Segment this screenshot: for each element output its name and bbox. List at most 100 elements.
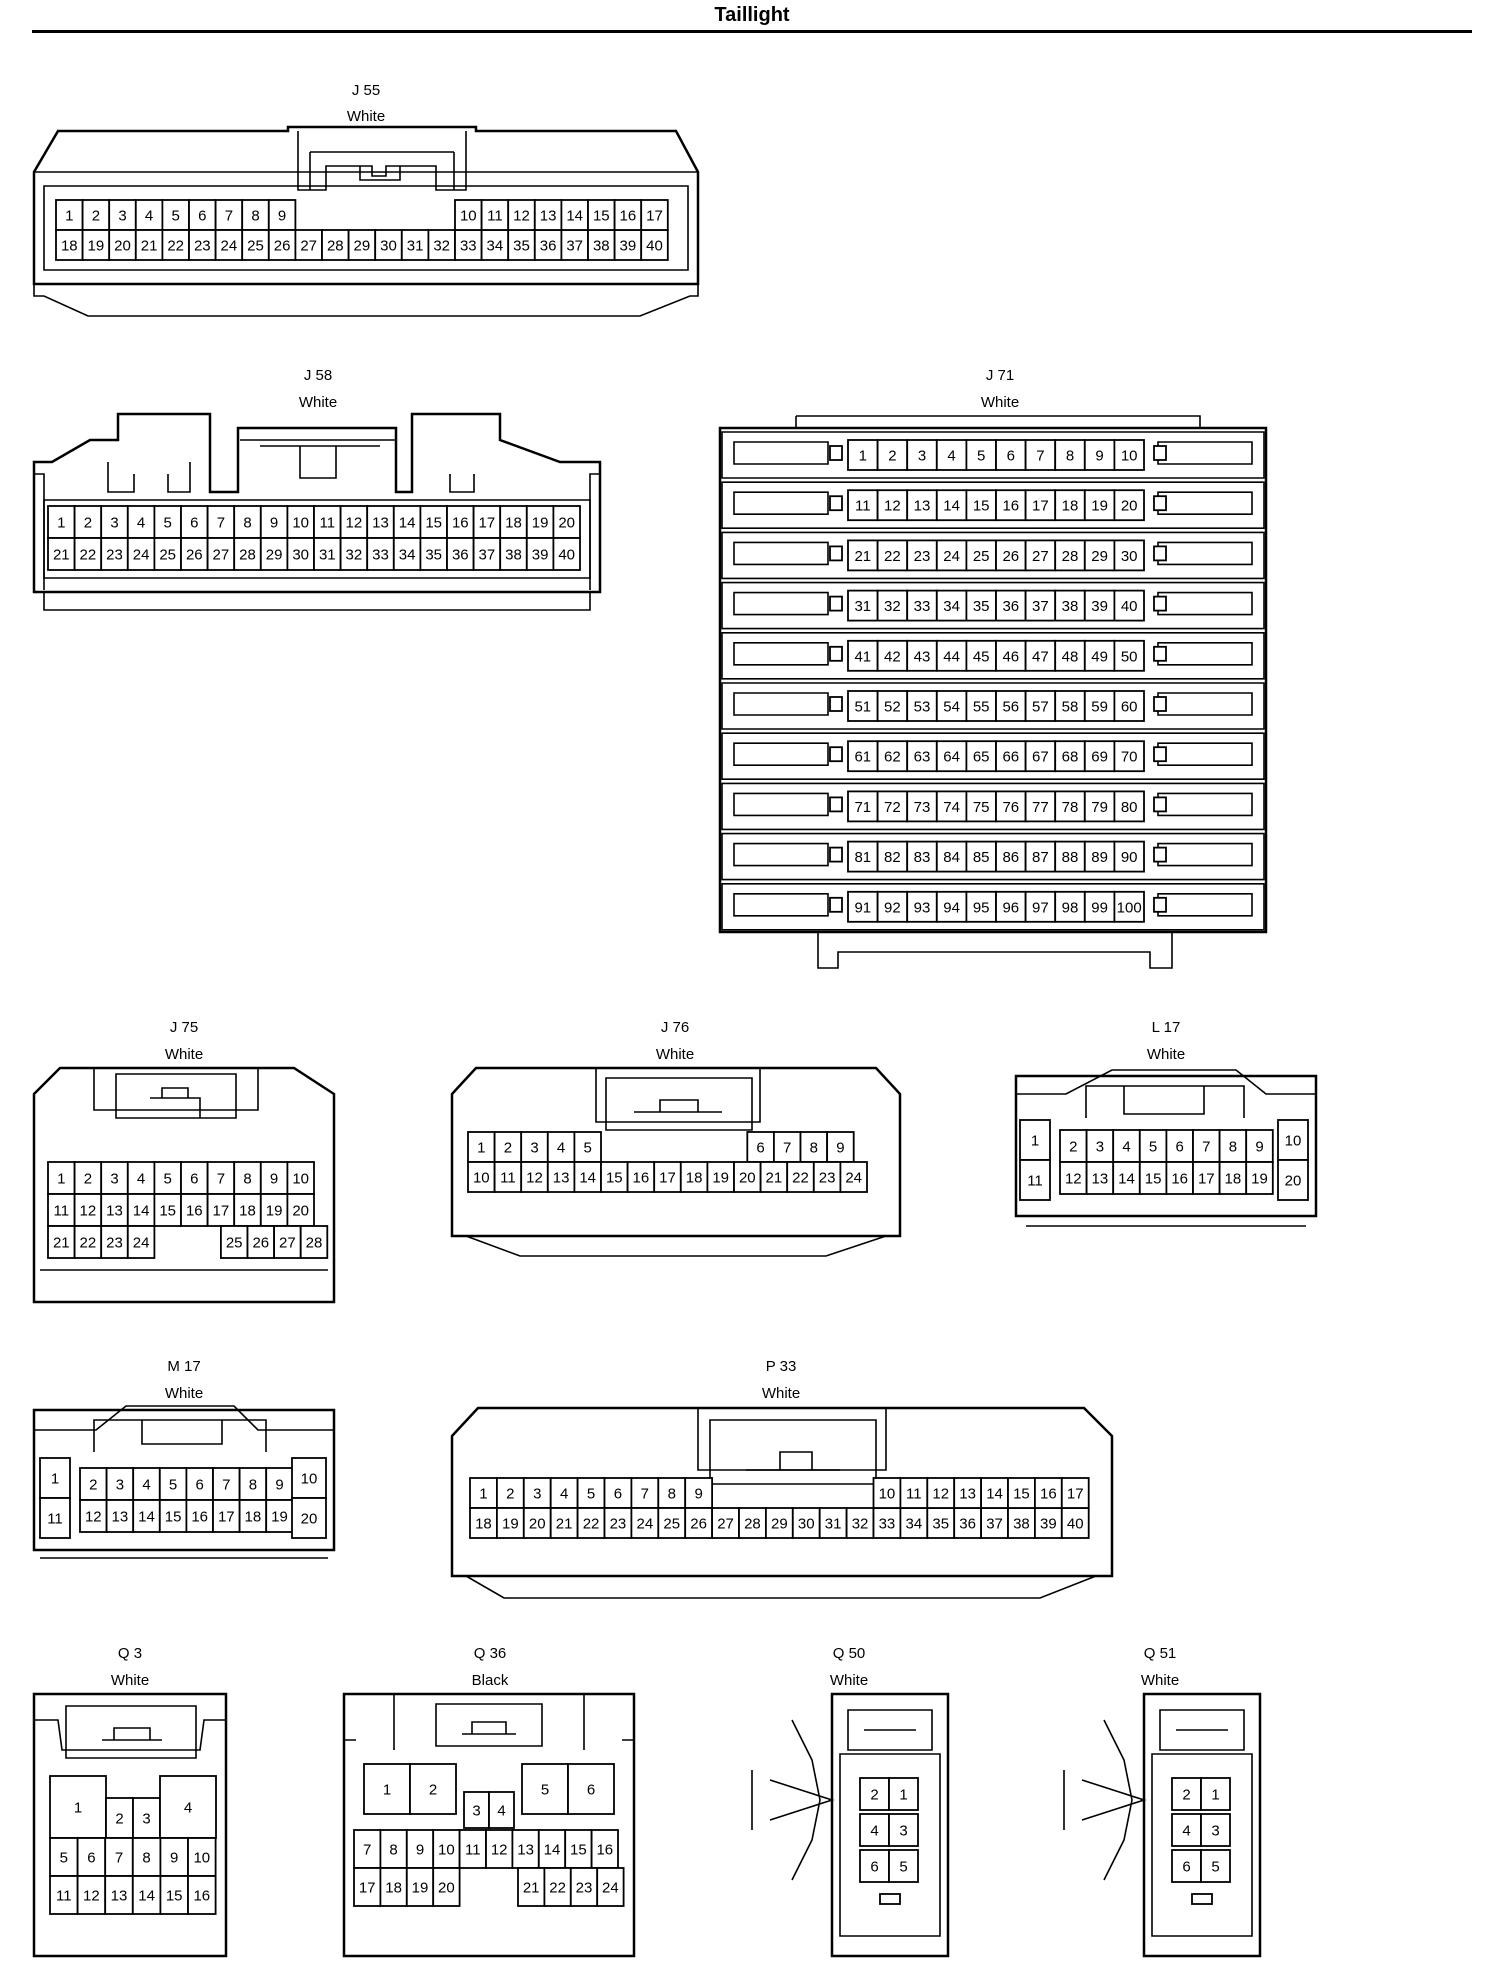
pin-label: 5 [1149,1139,1157,1156]
pin-label: 6 [587,1782,595,1799]
cavity-68 [1054,740,1086,773]
pin-label: 40 [1067,1516,1084,1533]
pin-label: 18 [245,1509,262,1526]
cavity-96 [995,890,1027,923]
pin-label: 4 [1122,1139,1130,1156]
pin-label: 5 [977,448,985,465]
pin-label: 13 [959,1486,976,1503]
pin-label: 88 [1062,849,1079,866]
pin-label: 10 [1285,1133,1302,1150]
cavity-19 [1245,1161,1274,1195]
pin-label: 1 [57,1171,65,1188]
pin-label: 84 [943,849,960,866]
pin-label: 10 [292,1171,309,1188]
cavity-14 [392,505,422,539]
latch [1153,896,1167,913]
pin-label: 18 [239,1203,256,1220]
cavity-20 [1277,1159,1309,1201]
pin-label: 1 [383,1782,391,1799]
pin-label: 31 [854,598,871,615]
pin-label: 18 [1062,498,1079,515]
pin-label: 22 [549,1880,566,1897]
pin-label: 19 [712,1170,729,1187]
pin-label: 26 [1002,548,1019,565]
cavity-80 [1113,790,1145,823]
connector-color-j71: White [980,394,1020,411]
pin-label: 20 [1285,1173,1302,1190]
cavity-24 [126,1225,156,1259]
pin-label: 21 [854,548,871,565]
cavity-12 [79,1499,108,1533]
cavity-34 [899,1507,929,1539]
cavity-36 [446,537,475,571]
pin-label: 28 [744,1516,761,1533]
pin-label: 4 [137,1171,145,1188]
cavity-75 [965,790,997,823]
pin-label: 15 [425,515,442,532]
pin-label: 90 [1121,849,1138,866]
pin-label: 26 [274,238,291,255]
pin-label: 14 [943,498,960,515]
pin-label: 75 [973,799,990,816]
cavity-26 [684,1507,713,1539]
cavity-15 [600,1161,629,1193]
pin-label: 2 [84,515,92,532]
pin-label: 37 [566,238,583,255]
pin-label: 11 [56,1888,72,1905]
cavity-20 [552,505,581,539]
cavity-4 [159,1775,217,1839]
cavity-37 [472,537,502,571]
cavity-1 [1200,1777,1231,1811]
pin-label: 4 [137,515,145,532]
cavity-20 [291,1497,327,1539]
cavity-86 [995,840,1027,873]
cavity-9 [159,1837,189,1877]
pin-label: 30 [380,238,397,255]
cavity-39 [525,537,555,571]
pin-label: 9 [694,1486,702,1503]
cavity-11 [313,505,342,539]
pin-label: 5 [541,1782,549,1799]
cavity-1 [55,199,84,231]
cavity-1 [363,1763,411,1815]
cavity-8 [241,199,270,231]
cavity-12 [507,199,536,231]
cavity-49 [1083,639,1116,672]
cavity-2 [859,1777,890,1811]
pin-label: 36 [1002,598,1019,615]
cavity-10 [467,1161,496,1193]
pin-label: 33 [879,1516,896,1533]
cavity-18 [1218,1161,1248,1195]
cavity-7 [206,1161,236,1195]
pin-label: 15 [166,1888,183,1905]
pin-label: 8 [810,1140,818,1157]
pin-label: 8 [243,1171,251,1188]
pin-label: 16 [1171,1171,1188,1188]
pin-label: 34 [906,1516,923,1533]
connector-color-j58: White [298,394,338,411]
pin-label: 4 [1182,1823,1190,1840]
pin-label: 9 [270,1171,278,1188]
pin-label: 17 [646,208,663,225]
cavity-17 [353,1867,382,1907]
pin-label: 5 [164,515,172,532]
pin-label: 17 [213,1203,230,1220]
cavity-31 [400,229,430,261]
cavity-10 [1277,1119,1309,1161]
cavity-17 [1024,489,1057,522]
connector-name-p33: P 33 [765,1358,797,1375]
pin-label: 39 [532,547,549,564]
cavity-19 [495,1507,525,1539]
connector-name-j55: J 55 [351,82,381,99]
cavity-4 [1171,1813,1202,1847]
pin-label: 24 [133,1235,150,1252]
pin-label: 25 [247,238,264,255]
pin-label: 17 [659,1170,676,1187]
cavity-23 [188,229,217,261]
latch [1153,846,1167,863]
cavity-13 [533,199,563,231]
pin-label: 13 [112,1509,129,1526]
pin-label: 24 [637,1516,654,1533]
